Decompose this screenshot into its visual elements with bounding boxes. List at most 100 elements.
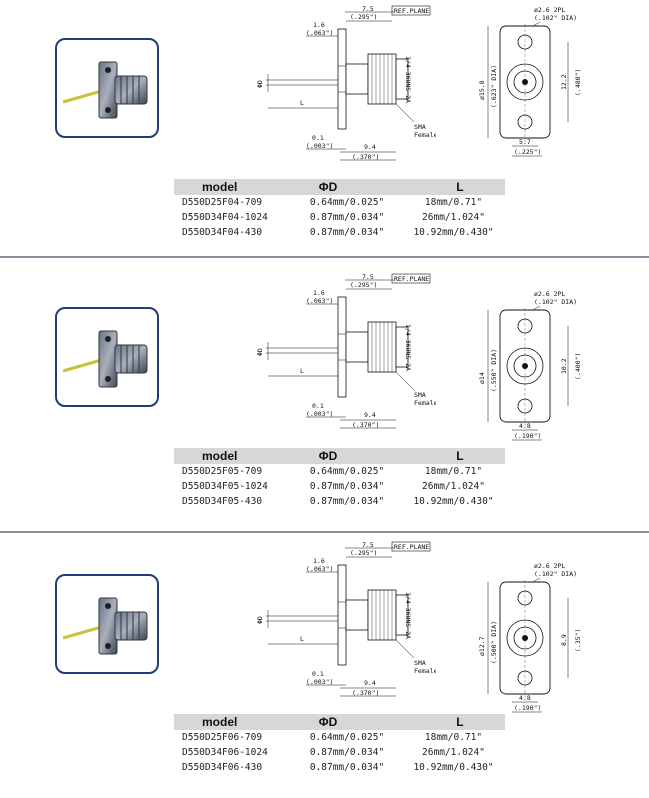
svg-text:5.7: 5.7 — [519, 138, 531, 146]
svg-text:ø15.8: ø15.8 — [478, 80, 486, 100]
svg-text:SMA: SMA — [414, 391, 426, 399]
svg-text:(.295"): (.295") — [350, 549, 377, 557]
section-divider — [0, 531, 649, 533]
svg-text:(.295"): (.295") — [350, 13, 377, 21]
cell-diameter: 0.64mm/0.025" — [309, 197, 385, 208]
svg-text:(.370"): (.370") — [352, 421, 379, 429]
svg-text:1.6: 1.6 — [313, 557, 325, 565]
svg-text:12.2: 12.2 — [560, 74, 568, 90]
svg-text:(.623" DIA): (.623" DIA) — [490, 65, 498, 108]
svg-text:9.4: 9.4 — [364, 143, 376, 151]
svg-text:L: L — [300, 99, 304, 107]
cell-model: D550D34F04-1024 — [182, 212, 268, 223]
svg-text:1.6: 1.6 — [313, 21, 325, 29]
cell-model: D550D34F05-1024 — [182, 481, 268, 492]
cell-length: 18mm/0.71" — [424, 732, 483, 743]
svg-text:(.225"): (.225") — [514, 148, 541, 156]
svg-text:Female: Female — [414, 399, 436, 407]
cell-model: D550D25F05-709 — [182, 466, 263, 477]
ref-plane-label: REF.PLANE — [394, 543, 429, 551]
svg-text:(.063"): (.063") — [306, 29, 333, 37]
svg-text:7.5: 7.5 — [362, 273, 374, 281]
table-row: D550D34F04-430 0.87mm/0.034" 10.92mm/0.4… — [174, 225, 505, 240]
svg-text:ø2.6 2PL: ø2.6 2PL — [534, 6, 565, 14]
svg-text:ø14: ø14 — [478, 372, 486, 384]
spec-table: model ΦD L D550D25F06-709 0.64mm/0.025" … — [174, 714, 505, 775]
svg-text:(.480"): (.480") — [574, 69, 582, 96]
spec-table: model ΦD L D550D25F04-709 0.64mm/0.025" … — [174, 179, 505, 240]
svg-text:(.003"): (.003") — [306, 678, 333, 686]
cell-model: D550D34F04-430 — [182, 227, 263, 238]
svg-text:0.1: 0.1 — [312, 670, 324, 678]
table-row: D550D25F04-709 0.64mm/0.025" 18mm/0.71" — [174, 195, 505, 210]
cell-diameter: 0.64mm/0.025" — [309, 466, 385, 477]
svg-text:(.102" DIA): (.102" DIA) — [534, 298, 577, 306]
cell-model: D550D25F04-709 — [182, 197, 263, 208]
svg-text:(.102" DIA): (.102" DIA) — [534, 570, 577, 578]
svg-text:(.190"): (.190") — [514, 432, 541, 440]
svg-text:ΦD: ΦD — [256, 616, 264, 624]
svg-text:(.370"): (.370") — [352, 153, 379, 161]
cell-model: D550D34F05-430 — [182, 496, 263, 507]
side-view-drawing: REF.PLANE 7.5 (.295") 1.6 (.063") 1/4 — [256, 273, 436, 429]
svg-text:(.400"): (.400") — [574, 353, 582, 380]
ref-plane-label: REF.PLANE — [394, 275, 429, 283]
svg-text:ø2.6 2PL: ø2.6 2PL — [534, 562, 565, 570]
svg-text:ΦD: ΦD — [256, 80, 264, 88]
ref-plane-label: REF.PLANE — [394, 7, 429, 15]
svg-text:Female: Female — [414, 667, 436, 675]
cell-length: 26mm/1.024" — [422, 212, 485, 223]
product-photo — [55, 574, 159, 674]
front-view-drawing: ø2.6 2PL (.102" DIA) ø12.7 (.500" DIA) 8… — [478, 562, 582, 713]
connector-body-icon — [114, 611, 148, 641]
svg-text:0.1: 0.1 — [312, 402, 324, 410]
svg-text:4.8: 4.8 — [519, 694, 531, 702]
svg-text:4.8: 4.8 — [519, 422, 531, 430]
svg-text:1.6: 1.6 — [313, 289, 325, 297]
svg-text:(.063"): (.063") — [306, 297, 333, 305]
svg-text:Female: Female — [414, 131, 436, 139]
side-view-drawing: REF.PLANE 7.5 (.295") 1.6 (.063") 1/4 — [256, 541, 436, 697]
table-row: D550D34F06-430 0.87mm/0.034" 10.92mm/0.4… — [174, 760, 505, 775]
col-diameter: ΦD — [318, 180, 338, 194]
svg-text:(.063"): (.063") — [306, 565, 333, 573]
col-model: model — [202, 715, 238, 729]
svg-text:(.295"): (.295") — [350, 281, 377, 289]
svg-text:L: L — [300, 367, 304, 375]
svg-text:1/4-36UNS-2A: 1/4-36UNS-2A — [404, 324, 412, 371]
spec-table: model ΦD L D550D25F05-709 0.64mm/0.025" … — [174, 448, 505, 509]
cell-diameter: 0.87mm/0.034" — [309, 227, 385, 238]
product-photo — [55, 307, 159, 407]
cell-model: D550D25F06-709 — [182, 732, 263, 743]
svg-text:(.003"): (.003") — [306, 142, 333, 150]
svg-text:0.1: 0.1 — [312, 134, 324, 142]
svg-text:ΦD: ΦD — [256, 348, 264, 356]
svg-text:7.5: 7.5 — [362, 5, 374, 13]
col-length: L — [456, 180, 464, 194]
svg-text:ø12.7: ø12.7 — [478, 636, 486, 656]
pin-icon — [62, 624, 106, 640]
svg-text:9.4: 9.4 — [364, 679, 376, 687]
pin-icon — [62, 357, 106, 373]
cell-diameter: 0.64mm/0.025" — [309, 732, 385, 743]
col-length: L — [456, 449, 464, 463]
table-header: model ΦD L — [174, 179, 505, 195]
svg-text:7.5: 7.5 — [362, 541, 374, 549]
table-row: D550D34F05-1024 0.87mm/0.034" 26mm/1.024… — [174, 479, 505, 494]
cell-model: D550D34F06-430 — [182, 762, 263, 773]
svg-text:(.003"): (.003") — [306, 410, 333, 418]
svg-text:L: L — [300, 635, 304, 643]
cell-diameter: 0.87mm/0.034" — [309, 212, 385, 223]
col-diameter: ΦD — [318, 715, 338, 729]
col-model: model — [202, 180, 238, 194]
col-model: model — [202, 449, 238, 463]
table-row: D550D34F05-430 0.87mm/0.034" 10.92mm/0.4… — [174, 494, 505, 509]
svg-text:(.500" DIA): (.500" DIA) — [490, 621, 498, 664]
section-divider — [0, 256, 649, 258]
cell-diameter: 0.87mm/0.034" — [309, 762, 385, 773]
svg-text:8.9: 8.9 — [560, 634, 568, 646]
pin-icon — [62, 88, 106, 104]
svg-text:(.35"): (.35") — [574, 629, 582, 652]
front-view-drawing: ø2.6 2PL (.102" DIA) ø14 (.550" DIA) 10.… — [478, 290, 582, 441]
cell-length: 18mm/0.71" — [424, 466, 483, 477]
